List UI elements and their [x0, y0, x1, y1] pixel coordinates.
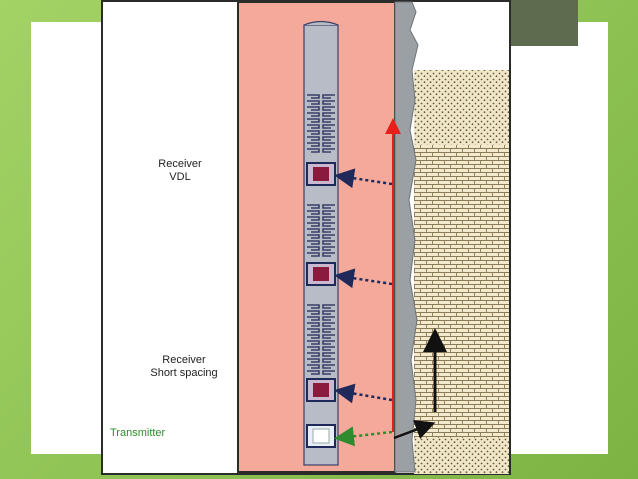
isolator-groove — [307, 106, 335, 111]
receiver-vdl-label-line1: Receiver — [158, 158, 202, 170]
isolator-groove — [307, 340, 335, 345]
formation-brick-layer — [414, 145, 509, 440]
isolator-groove — [307, 252, 335, 257]
isolator-groove — [307, 328, 335, 333]
isolator-groove — [307, 228, 335, 233]
isolator-groove — [307, 246, 335, 251]
transmitter-label: Transmitter — [110, 427, 166, 439]
isolator-groove — [307, 304, 335, 309]
isolator-groove — [307, 112, 335, 117]
receiver-sensor-icon — [306, 378, 336, 402]
isolator-groove — [307, 100, 335, 105]
wave-arrow-receiver-vdl — [334, 168, 393, 189]
isolator-groove — [307, 124, 335, 129]
transmitter-sensor-icon — [306, 424, 336, 448]
isolator-groove — [307, 94, 335, 99]
receiver-short-label-line1: Receiver — [162, 354, 206, 366]
receiver-sensor-icon — [306, 162, 336, 186]
isolator-groove — [307, 142, 335, 147]
isolator-groove — [307, 316, 335, 321]
isolator-groove — [307, 322, 335, 327]
isolator-groove — [307, 210, 335, 215]
isolator-groove — [307, 118, 335, 123]
accent-block — [510, 0, 578, 46]
formation-top-layer — [414, 70, 509, 145]
isolator-groove — [307, 240, 335, 245]
isolator-groove — [307, 204, 335, 209]
isolator-groove — [307, 370, 335, 375]
isolator-groove — [307, 346, 335, 351]
receiver-vdl-label-line2: VDL — [169, 171, 191, 183]
formation-bottom-layer — [414, 438, 509, 474]
isolator-groove — [307, 216, 335, 221]
isolator-groove — [307, 130, 335, 135]
isolator-groove — [307, 148, 335, 153]
isolator-groove — [307, 334, 335, 339]
wave-arrow-receiver-short — [334, 383, 393, 404]
receiver-sensor-icon — [306, 262, 336, 286]
isolator-groove — [307, 364, 335, 369]
formation-incident-arrow — [393, 420, 436, 440]
receiver-short-spacing-label: Receiver Short spacing — [138, 354, 230, 380]
isolator-groove — [307, 222, 335, 227]
receiver-vdl-label: Receiver VDL — [140, 158, 220, 184]
isolator-groove — [307, 234, 335, 239]
wave-arrow-receiver-middle — [334, 268, 393, 289]
isolator-groove — [307, 358, 335, 363]
receiver-short-label-line2: Short spacing — [150, 367, 218, 379]
isolator-groove — [307, 310, 335, 315]
wave-arrow-transmitter — [334, 426, 393, 447]
isolator-groove — [307, 352, 335, 357]
isolator-groove — [307, 136, 335, 141]
